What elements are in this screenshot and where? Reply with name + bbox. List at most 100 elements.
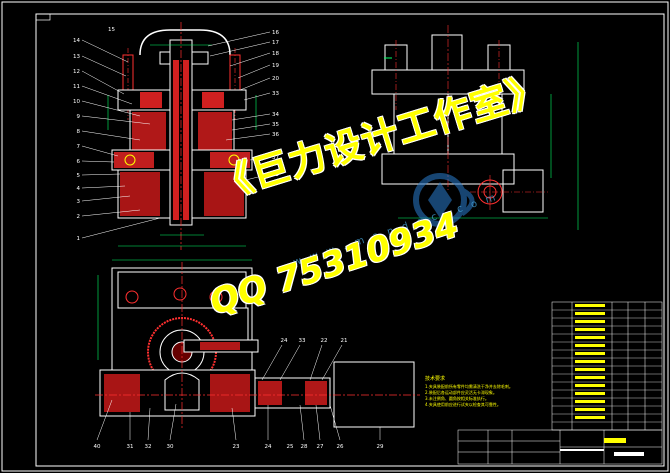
technical-notes: 技术要求 1.夹具装配前所有零件均需清洗干净并去除毛刺。 2.装配后各运动部件应… (425, 376, 535, 408)
clamp-plate-hatch-right (202, 92, 224, 108)
callout-28: 28 (301, 444, 308, 450)
shaft-hatch (258, 381, 282, 405)
base-hatch-left (120, 172, 160, 216)
callout-12: 12 (73, 69, 80, 75)
callout-36: 36 (272, 132, 279, 138)
callout-31: 31 (127, 444, 134, 450)
callouts-bottom: 40 31 32 30 23 24 25 28 27 26 29 (94, 444, 384, 450)
callout-3: 3 (77, 199, 81, 205)
parts-list-text-stroke (575, 336, 605, 339)
callout-2: 2 (77, 214, 81, 220)
base-hatch-right (204, 172, 244, 216)
side-view (371, 25, 579, 230)
parts-list-text-stroke (575, 376, 605, 379)
parts-list-text-stroke (575, 392, 605, 395)
callout-4: 4 (77, 186, 81, 192)
parts-list-text-stroke (575, 400, 605, 403)
leaders-left (81, 39, 161, 239)
side-right-lug (502, 169, 544, 213)
callout-23: 23 (233, 444, 240, 450)
callout-40: 40 (94, 444, 101, 450)
notes-line-3: 3.未注倒角、圆角按相关标准执行。 (425, 396, 489, 401)
callout-6: 6 (77, 159, 81, 165)
callout-25: 25 (287, 444, 294, 450)
flange-hatch-right (210, 152, 250, 168)
callout-10: 10 (73, 99, 80, 105)
leaders-right (207, 31, 271, 181)
front-section-view (81, 22, 271, 250)
callout-5: 5 (77, 173, 81, 179)
callout-upper-22: 22 (321, 338, 328, 344)
flange-screw-left (124, 154, 136, 166)
callouts-left: 14 13 12 11 10 9 8 7 6 5 4 3 2 1 (73, 38, 81, 242)
notes-line-2: 2.装配后各运动部件应灵活无卡滞现象。 (425, 390, 497, 395)
plan-view (95, 259, 420, 441)
parts-list-rows (552, 304, 662, 423)
studio-logo-icon (413, 173, 475, 227)
callout-16: 16 (272, 30, 279, 36)
callout-37: 37 (272, 155, 279, 161)
motor-box (333, 361, 415, 428)
parts-list-text-stroke (575, 344, 605, 347)
notes-line-1: 1.夹具装配前所有零件均需清洗干净并去除毛刺。 (425, 384, 513, 389)
rack-hatch (200, 342, 240, 350)
corner-tag (35, 13, 51, 21)
spindle-hatch-2 (183, 60, 189, 220)
callout-upper-21: 21 (341, 338, 348, 344)
callout-upper-33: 33 (299, 338, 306, 344)
callout-1: 1 (77, 236, 81, 242)
parts-list-text-stroke (575, 352, 605, 355)
callout-7: 7 (77, 144, 81, 150)
parts-list-text-stroke (575, 328, 605, 331)
parts-list-text-stroke (575, 408, 605, 411)
callout-upper-24: 24 (281, 338, 288, 344)
clamp-plate-hatch-left (140, 92, 162, 108)
shaft-hatch-2 (305, 381, 327, 405)
flange-screw-right (228, 154, 240, 166)
notes-line-4: 4.夹具使用前应进行试夹以检查其可靠性。 (425, 402, 501, 407)
parts-list-text-stroke (575, 360, 605, 363)
callout-17: 17 (272, 40, 279, 46)
callout-27: 27 (317, 444, 324, 450)
plan-hole-1 (125, 290, 139, 304)
housing-hatch-left (132, 112, 166, 156)
parts-list-text-stroke (575, 368, 605, 371)
parts-list-text-stroke (575, 416, 605, 419)
worm-hatch-right (210, 374, 250, 412)
title-block (457, 429, 663, 465)
callout-35: 35 (272, 122, 279, 128)
parts-list-text-stroke (575, 384, 605, 387)
parts-list-text-stroke (575, 320, 605, 323)
callout-34: 34 (272, 112, 279, 118)
callouts-right: 16 17 18 19 20 33 34 35 36 37 39 (272, 30, 279, 178)
notes-heading: 技术要求 (425, 376, 446, 382)
parts-list-text-stroke (575, 304, 605, 307)
plan-hole-2 (173, 287, 187, 301)
callout-33: 33 (272, 91, 279, 97)
callout-24: 24 (265, 444, 272, 450)
callout-9: 9 (77, 114, 81, 120)
callout-30: 30 (167, 444, 174, 450)
callout-20: 20 (272, 76, 279, 82)
callouts-plan-upper: 24 33 22 21 (281, 338, 348, 344)
plan-hole-3 (209, 290, 223, 304)
callout-8: 8 (77, 129, 81, 135)
callout-14: 14 (73, 38, 80, 44)
callout-18: 18 (272, 51, 279, 57)
callout-13: 13 (73, 54, 80, 60)
callout-39: 39 (272, 172, 279, 178)
callout-11: 11 (73, 84, 80, 90)
housing-hatch-right (198, 112, 232, 156)
bracket-arm (232, 307, 258, 341)
callout-26: 26 (337, 444, 344, 450)
callout-32: 32 (145, 444, 152, 450)
callout-15: 15 (108, 27, 115, 33)
spindle-hatch (173, 60, 179, 220)
inner-border (35, 13, 665, 467)
parts-list-text-stroke (575, 312, 605, 315)
flange-hatch-left (114, 152, 154, 168)
leaders-bottom (96, 344, 381, 441)
callout-29: 29 (377, 444, 384, 450)
